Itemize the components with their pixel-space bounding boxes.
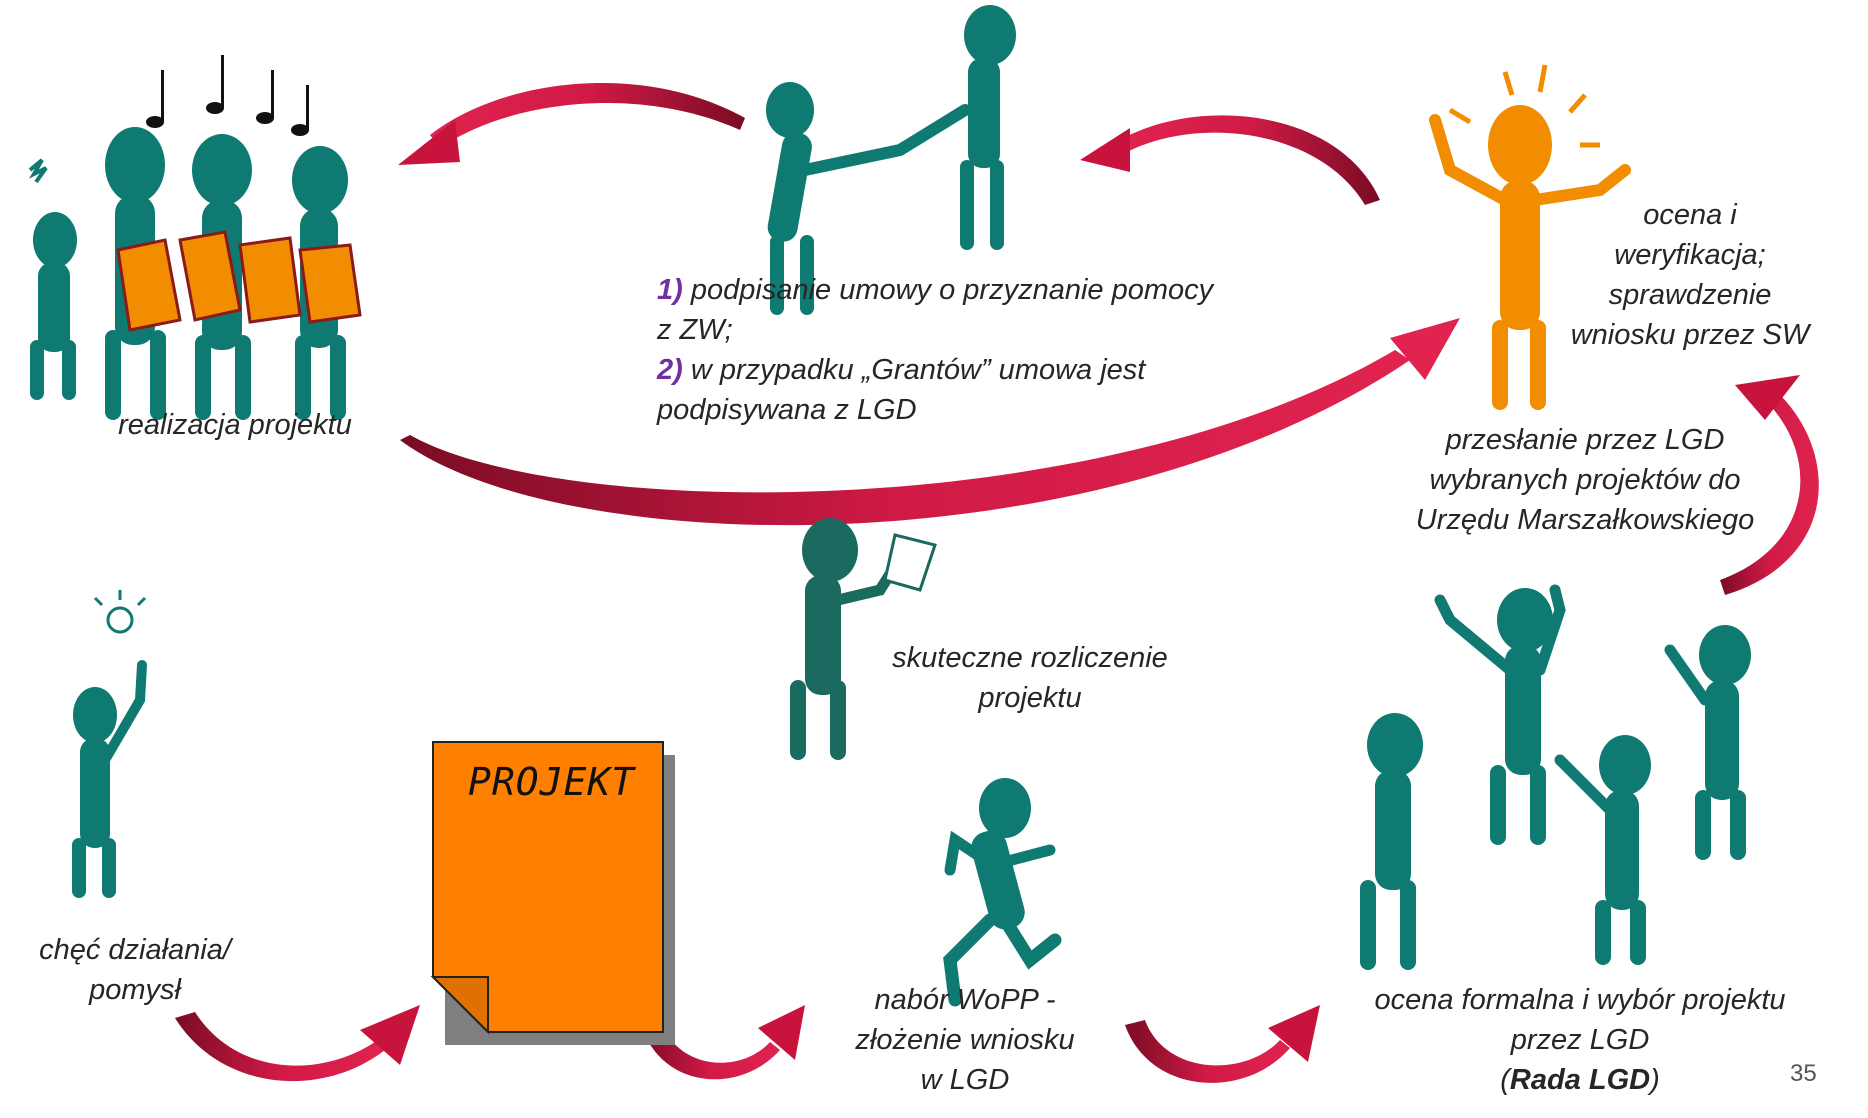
label-rozliczenie-l1: skuteczne rozliczenie <box>892 642 1168 674</box>
label-nabor: nabór WoPP - złożenie wniosku w LGD <box>820 980 1110 1100</box>
label-umowa-text-1: podpisanie umowy o przyznanie pomocy z Z… <box>657 274 1214 346</box>
label-przeslanie-l1: przesłanie przez LGD <box>1445 424 1725 456</box>
label-przeslanie-l3: Urzędu Marszałkowskiego <box>1415 504 1755 536</box>
label-umowa: 1) podpisanie umowy o przyznanie pomocy … <box>657 270 1217 430</box>
arrow-umowa-to-realizacja <box>398 83 745 165</box>
label-ocena-l3: sprawdzenie <box>1608 279 1772 311</box>
jumping-group-icon <box>1360 584 1751 970</box>
arrow-projekt-to-nabor <box>640 1005 805 1080</box>
document-icon <box>430 741 675 1045</box>
label-przeslanie: przesłanie przez LGD wybranych projektów… <box>1385 420 1785 540</box>
label-pomysl-l2: pomysł <box>89 974 181 1006</box>
label-rada-l1: ocena formalna i wybór projektu <box>1374 984 1786 1016</box>
label-rada-bold: Rada LGD <box>1509 1064 1651 1096</box>
excited-person-icon <box>1429 64 1631 410</box>
handshake-icon <box>766 5 1016 315</box>
reading-person-icon <box>790 518 937 760</box>
arrow-nabor-to-rada <box>1125 1005 1320 1083</box>
label-ocena-sw: ocena i weryfikacja; sprawdzenie wniosku… <box>1520 195 1860 355</box>
page-number: 35 <box>1790 1060 1817 1087</box>
label-pomysl: chęć działania/ pomysł <box>0 930 270 1010</box>
arrow-rada-to-ocena <box>1720 375 1819 595</box>
label-rada-l3: (Rada LGD) <box>1310 1060 1850 1100</box>
label-ocena-l4: wniosku przez SW <box>1570 319 1810 351</box>
label-nabor-l3: w LGD <box>920 1064 1010 1096</box>
label-nabor-l2: złożenie wniosku <box>855 1024 1075 1056</box>
label-rada-open: ( <box>1500 1064 1510 1096</box>
label-ocena-l1: ocena i <box>1643 199 1737 231</box>
label-umowa-num-2: 2) <box>657 354 683 386</box>
label-nabor-l1: nabór WoPP - <box>874 984 1056 1016</box>
arrow-pomysl-to-projekt <box>175 1005 420 1082</box>
label-przeslanie-l2: wybranych projektów do <box>1429 464 1741 496</box>
lightbulb-person-icon <box>72 590 147 898</box>
label-realizacja: realizacja projektu <box>118 409 352 441</box>
running-person-icon <box>943 778 1062 1007</box>
label-rozliczenie-l2: projektu <box>978 682 1082 714</box>
label-umowa-text-2: w przypadku „Grantów” umowa jest podpisy… <box>657 354 1146 426</box>
label-rada-l2: przez LGD <box>1510 1024 1650 1056</box>
label-rozliczenie: skuteczne rozliczenie projektu <box>860 638 1200 718</box>
document-label: PROJEKT <box>468 760 636 804</box>
singing-group-icon <box>28 55 362 420</box>
label-umowa-num-1: 1) <box>657 274 683 306</box>
label-rada: ocena formalna i wybór projektu przez LG… <box>1310 980 1850 1100</box>
label-ocena-l2: weryfikacja; <box>1614 239 1766 271</box>
arrow-realizacja-to-przeslanie <box>400 318 1460 526</box>
label-rada-close: ) <box>1650 1064 1660 1096</box>
arrow-ocena-to-umowa <box>1080 115 1380 205</box>
label-pomysl-l1: chęć działania/ <box>39 934 231 966</box>
